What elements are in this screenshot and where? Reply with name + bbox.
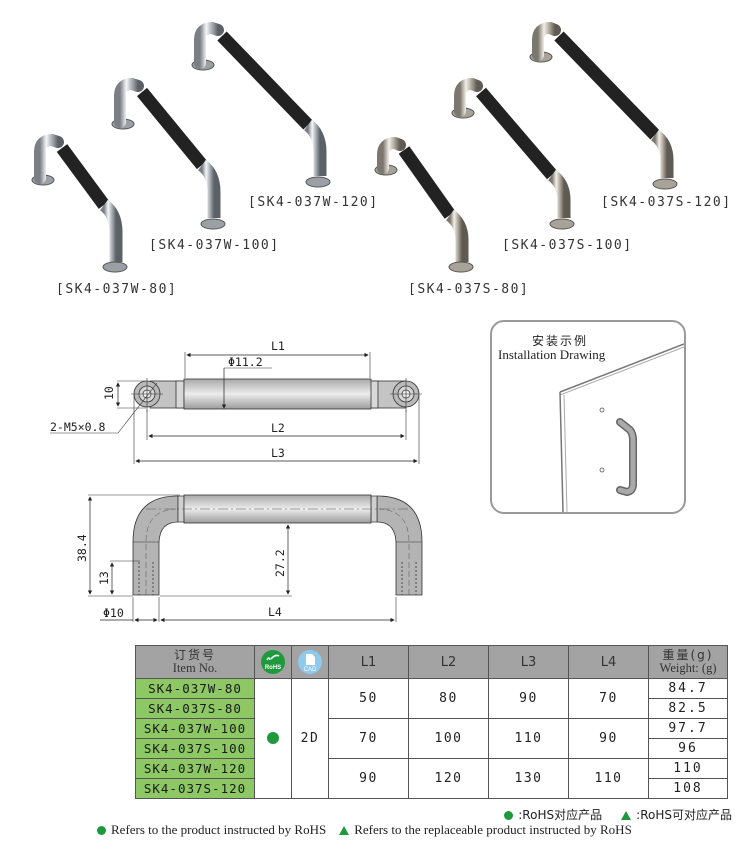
- table-row: SK4-037W-120 90 120 130 110 110: [135, 758, 728, 799]
- header-rohs: RoHS: [254, 645, 292, 679]
- item-no-cell: SK4-037S-120: [135, 778, 255, 799]
- l1-cell: 70: [328, 718, 409, 759]
- handle-s80-image: [374, 136, 474, 273]
- weight-cell: 97.7: [648, 718, 728, 739]
- l2-cell: 120: [408, 758, 489, 799]
- rohs-triangle-icon: [339, 826, 350, 835]
- dim-phi-11-2: Φ11.2: [228, 355, 263, 369]
- l1-cell: 50: [328, 678, 409, 719]
- weight-cell: 110: [648, 758, 728, 779]
- dim-10: 10: [102, 386, 116, 400]
- legend-en: Refers to the product instructed by RoHS…: [97, 822, 632, 838]
- dim-l3: L3: [271, 446, 285, 460]
- product-photos: [31, 21, 678, 273]
- l1-cell: 90: [328, 758, 409, 799]
- installation-title-en: Installation Drawing: [498, 347, 606, 362]
- dim-l1: L1: [271, 339, 285, 353]
- header-weight: 重量(g) Weight: (g): [648, 645, 728, 679]
- l3-cell: 90: [488, 678, 569, 719]
- legend-cn-replace: :RoHS可对应产品: [636, 808, 732, 822]
- item-no-cell: SK4-037S-80: [135, 698, 255, 719]
- l4-cell: 70: [568, 678, 649, 719]
- item-no-cell: SK4-037W-120: [135, 758, 255, 779]
- table-row: SK4-037S-100 96: [135, 738, 728, 759]
- table-header-row: 订货号 Item No. RoHS CAD L1 L2 L3 L4: [135, 645, 728, 679]
- svg-text:CAD: CAD: [304, 667, 317, 673]
- table-row: SK4-037S-120 108: [135, 778, 728, 799]
- l4-cell: 90: [568, 718, 649, 759]
- label-sk4-037s-120: [SK4-037S-120]: [601, 195, 732, 210]
- installation-title-cn: 安装示例: [532, 334, 589, 348]
- header-l3: L3: [488, 645, 569, 679]
- header-cad: CAD: [291, 645, 329, 679]
- svg-text:RoHS: RoHS: [265, 665, 281, 671]
- legend-cn-rohs: :RoHS对应产品: [518, 808, 603, 822]
- dim-38-4: 38.4: [75, 534, 89, 562]
- technical-drawing: L1 Φ11.2 10 2-M5×0.8 L2 L3: [50, 339, 423, 623]
- dim-l4: L4: [268, 605, 282, 619]
- handle-w120-image: [191, 21, 331, 188]
- header-item-no: 订货号 Item No.: [135, 645, 255, 679]
- dim-l2: L2: [271, 421, 285, 435]
- rohs-dot-icon: [504, 811, 514, 820]
- label-sk4-037w-100: [SK4-037W-100]: [149, 238, 280, 253]
- weight-cell: 82.5: [648, 698, 728, 719]
- rohs-cell: [254, 678, 292, 799]
- label-sk4-037w-80: [SK4-037W-80]: [56, 282, 178, 297]
- label-sk4-037s-100: [SK4-037S-100]: [502, 238, 633, 253]
- dim-phi-10: Φ10: [103, 606, 124, 620]
- handle-s100-image: [451, 77, 575, 230]
- weight-cell: 84.7: [648, 678, 728, 699]
- handle-s120-image: [529, 21, 678, 190]
- l2-cell: 80: [408, 678, 489, 719]
- header-l1: L1: [328, 645, 409, 679]
- item-no-cell: SK4-037S-100: [135, 738, 255, 759]
- cad-icon: CAD: [298, 650, 322, 674]
- weight-cell: 96: [648, 738, 728, 759]
- rohs-dot-icon: [97, 826, 106, 835]
- rohs-triangle-icon: [621, 811, 632, 820]
- item-no-cell: SK4-037W-100: [135, 718, 255, 739]
- label-sk4-037w-120: [SK4-037W-120]: [248, 195, 379, 210]
- legend-cn: :RoHS对应产品 :RoHS可对应产品: [504, 806, 732, 823]
- rohs-icon: RoHS: [261, 650, 285, 674]
- top-view-drawing: L1 Φ11.2 10 2-M5×0.8 L2 L3: [50, 339, 422, 464]
- handle-w80-image: [31, 133, 128, 273]
- table-row: SK4-037W-80 2D 50 80 90 70 84.7: [135, 678, 728, 799]
- l4-cell: 110: [568, 758, 649, 799]
- cad-cell: 2D: [291, 678, 329, 799]
- dim-13: 13: [97, 571, 111, 585]
- table-row: SK4-037W-100 70 100 110 90 97.7: [135, 718, 728, 759]
- installation-drawing-panel: 安装示例 Installation Drawing: [490, 320, 686, 514]
- l3-cell: 110: [488, 718, 569, 759]
- label-sk4-037s-80: [SK4-037S-80]: [408, 282, 530, 297]
- item-no-cell: SK4-037W-80: [135, 678, 255, 699]
- legend-en-replace: Refers to the replaceable product instru…: [354, 822, 632, 837]
- weight-cell: 108: [648, 778, 728, 799]
- handle-w100-image: [111, 77, 226, 230]
- dim-27-2: 27.2: [273, 549, 287, 577]
- l3-cell: 130: [488, 758, 569, 799]
- side-view-drawing: 38.4 13 27.2 Φ10 L4: [75, 494, 423, 623]
- legend-en-rohs: Refers to the product instructed by RoHS: [111, 822, 327, 837]
- header-l4: L4: [568, 645, 649, 679]
- header-l2: L2: [408, 645, 489, 679]
- installation-illustration: [559, 343, 684, 512]
- rohs-dot-icon: [267, 732, 279, 744]
- l2-cell: 100: [408, 718, 489, 759]
- spec-table: 订货号 Item No. RoHS CAD L1 L2 L3 L4: [135, 645, 728, 799]
- thread-callout: 2-M5×0.8: [50, 420, 105, 434]
